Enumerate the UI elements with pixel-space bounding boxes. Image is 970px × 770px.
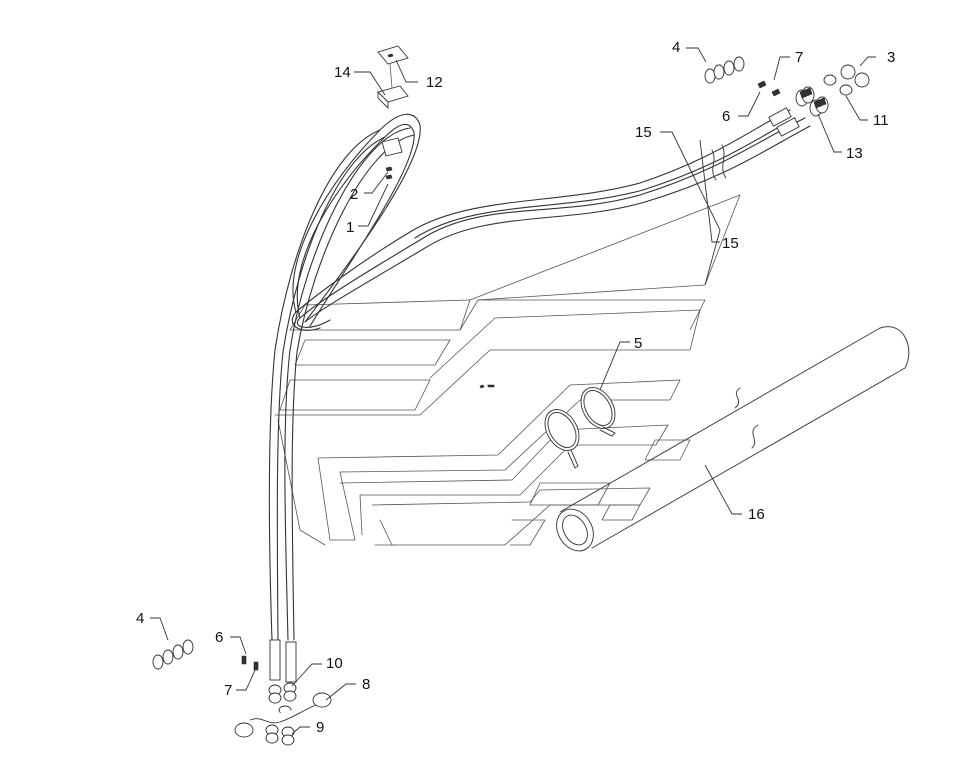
cap-3 [840,64,870,88]
dust-cap-chain-8 [234,692,332,738]
callout-2: 2 [350,186,358,203]
clip-6-7-top [757,80,781,97]
callout-3: 3 [887,49,895,66]
callout-15-right: 15 [722,235,739,252]
callout-8: 8 [362,676,370,693]
clip-6-7-bottom [241,655,259,671]
callout-15-top: 15 [635,124,652,141]
o-rings-4-top [704,56,745,84]
lower-fittings [152,639,332,746]
callout-11: 11 [873,112,889,129]
o-rings-4-bottom [152,639,194,670]
callout-7-top: 7 [795,49,803,66]
callout-6-top: 6 [722,108,730,125]
cable-ties-5 [544,387,616,469]
cable-duct-16 [556,326,910,552]
coupler-10 [268,682,297,715]
callout-4-bottom: 4 [136,610,144,627]
hydraulic-hoses-15 [268,109,811,641]
callouts: 1 2 3 4 4 5 6 6 7 7 8 9 10 11 12 13 14 1… [136,39,895,736]
nut-11 [823,74,853,96]
callout-13: 13 [846,145,863,162]
callout-6-bottom: 6 [215,629,223,646]
leader-lines [150,47,876,735]
fitting-13 [795,86,829,117]
callout-14: 14 [334,64,351,81]
callout-5: 5 [634,335,642,352]
callout-10: 10 [326,655,343,672]
machine-frame-outline [274,194,741,546]
callout-1: 1 [346,219,354,236]
callout-7-bottom: 7 [224,682,232,699]
hose-clamp [377,45,409,180]
callout-4-top: 4 [672,39,680,56]
coupler-9 [265,724,295,746]
callout-12: 12 [426,74,443,91]
callout-9: 9 [316,719,324,736]
callout-16: 16 [748,506,765,523]
upper-fittings [704,56,870,137]
